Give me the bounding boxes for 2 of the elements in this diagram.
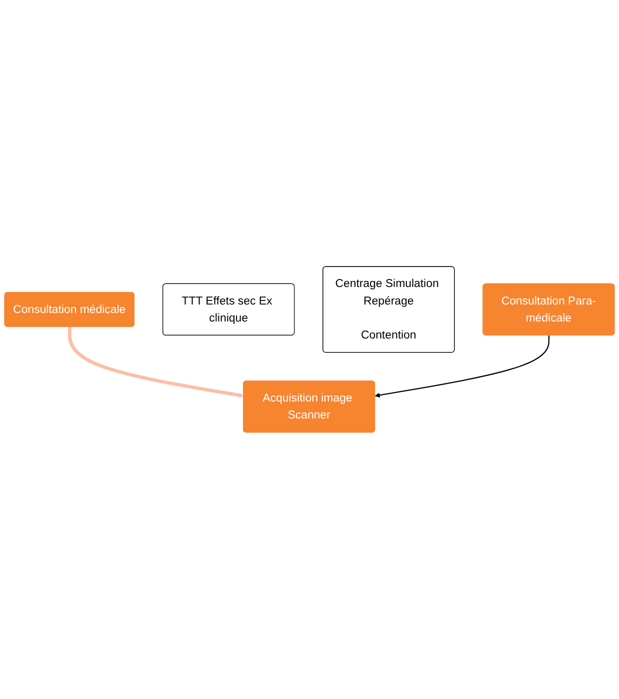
- arrow: [374, 335, 550, 398]
- arrow: [68, 326, 244, 398]
